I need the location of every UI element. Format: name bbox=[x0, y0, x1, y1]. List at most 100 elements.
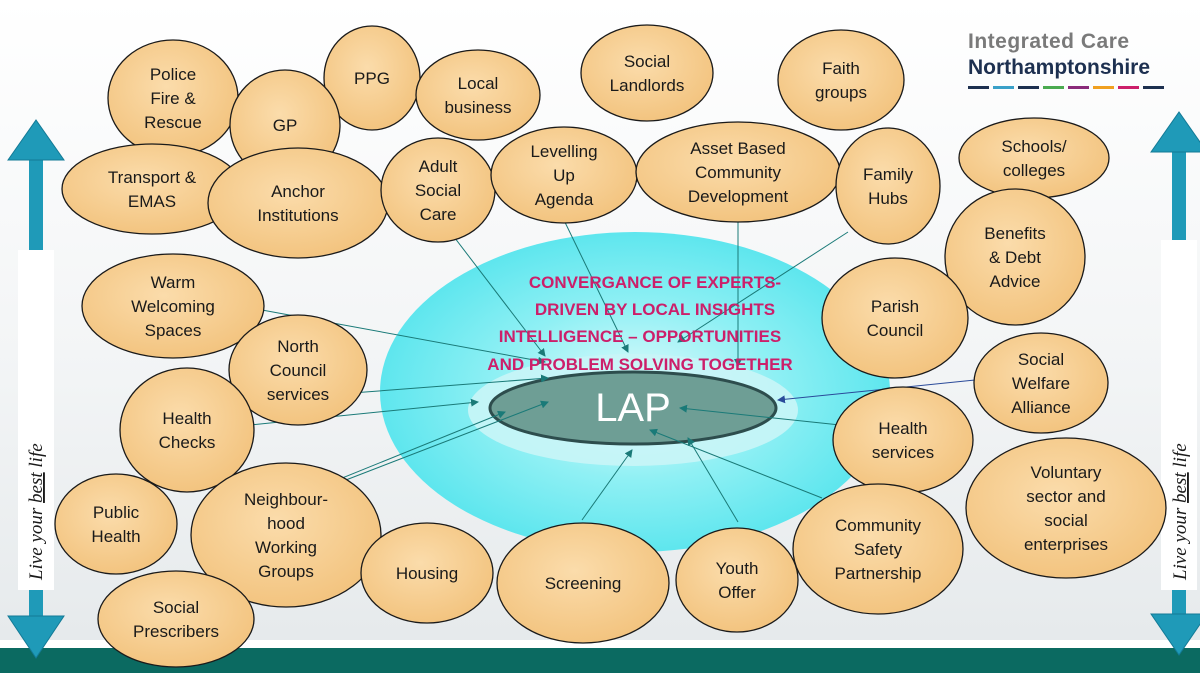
bubble-label: Community bbox=[695, 163, 781, 182]
bubble-label: Local bbox=[458, 74, 499, 93]
bubble-label: Safety bbox=[854, 540, 903, 559]
connector bbox=[319, 400, 549, 491]
bubble-label: North bbox=[277, 337, 319, 356]
bubble-label: Working bbox=[255, 538, 317, 557]
bubble-label: Welcoming bbox=[131, 297, 215, 316]
bubble-label: Asset Based bbox=[690, 139, 785, 158]
bubble-label: social bbox=[1044, 511, 1087, 530]
bubble-label: services bbox=[872, 443, 934, 462]
bubble-label: Landlords bbox=[610, 76, 685, 95]
bubble-label: Adult bbox=[419, 157, 458, 176]
center-title-line: CONVERGANCE OF EXPERTS- bbox=[529, 273, 781, 292]
bubble-label: Social bbox=[153, 598, 199, 617]
connector bbox=[351, 374, 549, 394]
bubble-label: Health bbox=[91, 527, 140, 546]
logo-line-1: Integrated Care bbox=[968, 30, 1130, 53]
bubble-label: Public bbox=[93, 503, 140, 522]
bubble-label: Health bbox=[878, 419, 927, 438]
bubble-label: Institutions bbox=[257, 206, 338, 225]
bubble-label: Family bbox=[863, 165, 914, 184]
connector-lines bbox=[249, 211, 976, 523]
bubble-label: Checks bbox=[159, 433, 216, 452]
bubble-shape bbox=[832, 386, 974, 494]
connector bbox=[679, 404, 841, 426]
bubble-label: Welfare bbox=[1012, 374, 1070, 393]
connector bbox=[559, 211, 629, 353]
connector bbox=[581, 449, 633, 521]
bubble-label: colleges bbox=[1003, 161, 1065, 180]
bubble-label: Fire & bbox=[150, 89, 196, 108]
bubble-housing: Housing bbox=[360, 522, 494, 624]
bubble-shape bbox=[958, 117, 1110, 199]
bubble-shape bbox=[190, 462, 382, 608]
bubble-shape bbox=[675, 527, 799, 633]
bubble-label: Voluntary bbox=[1031, 463, 1102, 482]
bubble-shape bbox=[119, 367, 255, 493]
bubble-label: business bbox=[444, 98, 511, 117]
bubble-label: hood bbox=[267, 514, 305, 533]
bubble-shape bbox=[360, 522, 494, 624]
bubble-label: Community bbox=[835, 516, 921, 535]
left-side-label: Live your best life bbox=[26, 443, 47, 581]
bubble-shape bbox=[54, 473, 178, 575]
bubble-label: Offer bbox=[718, 583, 756, 602]
center-title-line: DRIVEN BY LOCAL INSIGHTS bbox=[535, 300, 775, 319]
bubble-transport-emas: Transport &EMAS bbox=[61, 143, 243, 235]
bubble-label: Advice bbox=[989, 272, 1040, 291]
bubble-label: Partnership bbox=[835, 564, 922, 583]
logo-stripe bbox=[968, 86, 1182, 89]
logo-line-2: Northamptonshire bbox=[968, 56, 1151, 79]
bubble-label: Groups bbox=[258, 562, 314, 581]
connector bbox=[687, 437, 739, 523]
bubble-shape bbox=[965, 437, 1167, 579]
bubble-shape bbox=[835, 127, 941, 245]
bubble-label: Youth bbox=[716, 559, 759, 578]
bubble-shape bbox=[207, 147, 389, 259]
bubble-shape bbox=[580, 24, 714, 122]
bubble-label: Warm bbox=[151, 273, 196, 292]
logo-stripe-segment bbox=[1093, 86, 1114, 89]
bubble-label: GP bbox=[273, 116, 298, 135]
center-title-line: INTELLIGENCE – OPPORTUNITIES bbox=[499, 327, 781, 346]
bubble-shape bbox=[821, 257, 969, 379]
bubble-label: Health bbox=[162, 409, 211, 428]
bubble-shape bbox=[415, 49, 541, 141]
right-label-backdrop bbox=[1161, 240, 1197, 590]
logo-stripe-segment bbox=[1068, 86, 1089, 89]
bubble-label: Schools/ bbox=[1001, 137, 1066, 156]
right-side-label: Live your best life bbox=[1170, 443, 1191, 581]
bubble-label: Anchor bbox=[271, 182, 325, 201]
bubble-shape bbox=[496, 522, 670, 644]
bubble-label: Care bbox=[420, 205, 457, 224]
bubble-label: Prescribers bbox=[133, 622, 219, 641]
bubble-shape bbox=[973, 332, 1109, 434]
bubble-screening: Screening bbox=[496, 522, 670, 644]
bubble-label: Social bbox=[1018, 350, 1064, 369]
bubble-label: Parish bbox=[871, 297, 919, 316]
bubble-label: EMAS bbox=[128, 192, 176, 211]
bubble-label: & Debt bbox=[989, 248, 1041, 267]
logo-stripe-segment bbox=[993, 86, 1014, 89]
bubble-label: Social bbox=[415, 181, 461, 200]
bubble-label: services bbox=[267, 385, 329, 404]
bubble-label: Development bbox=[688, 187, 788, 206]
bubble-label: Alliance bbox=[1011, 398, 1071, 417]
bubble-label: sector and bbox=[1026, 487, 1105, 506]
